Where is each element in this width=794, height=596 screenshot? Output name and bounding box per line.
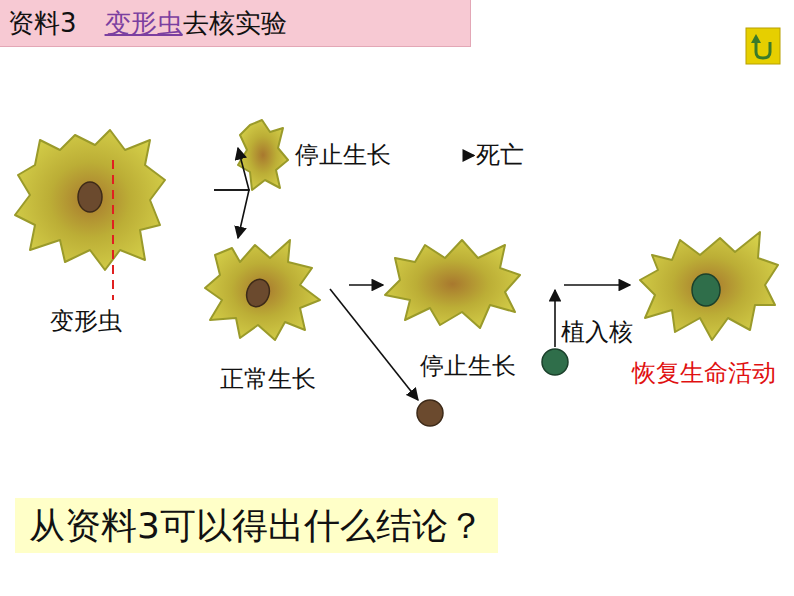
connector-arrow bbox=[349, 284, 383, 286]
implant-arrow bbox=[554, 290, 556, 347]
title-bar: 资料3 变形虫去核实验 bbox=[0, 0, 471, 47]
connector-arrow bbox=[564, 284, 630, 286]
amoeba-node: 停止生长 bbox=[238, 118, 469, 193]
implanted-nucleus bbox=[692, 274, 720, 306]
nucleus bbox=[243, 276, 273, 310]
removed-nucleus bbox=[417, 400, 443, 426]
title-row: 资料3 变形虫去核实验 bbox=[0, 0, 470, 46]
node-label: 正常生长 bbox=[220, 366, 366, 392]
label-text: 变形虫 bbox=[105, 6, 183, 41]
amoeba-node: 死亡 bbox=[474, 140, 542, 173]
yellow-return-button bbox=[746, 28, 780, 64]
amoeba-node: 变形虫 bbox=[10, 125, 214, 340]
amoeba-node: 停止生长 bbox=[383, 238, 564, 384]
nucleus bbox=[78, 182, 102, 212]
label-text: 去核实验 bbox=[183, 6, 287, 41]
caption-box: 从资料3可以得出什么结论？ bbox=[15, 498, 498, 553]
connector-arrow bbox=[469, 155, 474, 157]
implanted-nucleus bbox=[542, 349, 568, 375]
amoeba-node: 恢复生命活动 bbox=[630, 228, 788, 391]
node-label: 变形虫 bbox=[50, 308, 254, 334]
amoeba-original bbox=[15, 130, 165, 270]
caption-text: 从资料3可以得出什么结论？ bbox=[29, 504, 484, 547]
connector-arrow bbox=[214, 148, 249, 190]
amoeba-enucleated bbox=[385, 240, 520, 328]
label-text: 植入核 bbox=[561, 316, 633, 348]
nucleus-removal-arrow bbox=[330, 289, 418, 400]
node-label: 恢复生命活动 bbox=[632, 360, 790, 386]
label-holder: 植入核 bbox=[561, 316, 633, 348]
amoeba-with-nucleus bbox=[205, 240, 320, 340]
node-label: 停止生长 bbox=[420, 353, 601, 379]
node-label: 死亡 bbox=[476, 142, 544, 168]
amoeba-node: 正常生长 bbox=[203, 238, 349, 398]
cut-line bbox=[112, 160, 114, 300]
amoeba-restored bbox=[640, 232, 778, 340]
title-text: 资料3 bbox=[8, 6, 77, 41]
connector-arrow bbox=[214, 190, 249, 238]
